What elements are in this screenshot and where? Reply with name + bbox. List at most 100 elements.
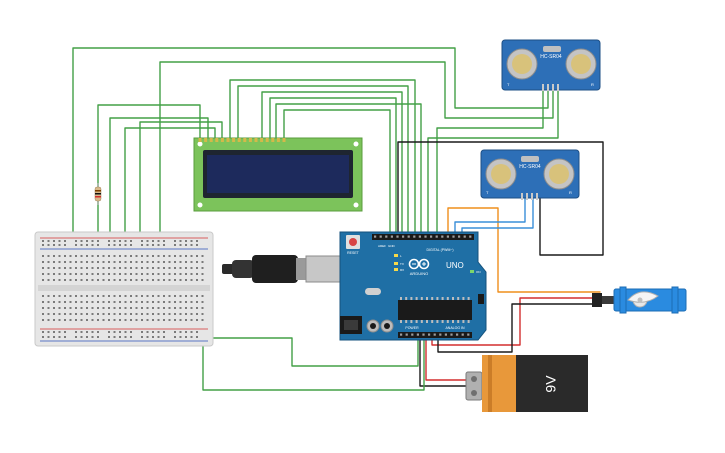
breadboard-hole[interactable] xyxy=(108,295,110,297)
breadboard-hole[interactable] xyxy=(91,307,94,309)
breadboard-hole[interactable] xyxy=(58,240,61,242)
breadboard-hole[interactable] xyxy=(124,301,127,303)
breadboard-hole[interactable] xyxy=(130,267,132,269)
breadboard-hole[interactable] xyxy=(130,295,132,297)
digital-pin[interactable] xyxy=(402,235,405,238)
breadboard-hole[interactable] xyxy=(69,295,72,297)
breadboard-hole[interactable] xyxy=(91,295,94,297)
breadboard-hole[interactable] xyxy=(53,279,55,281)
breadboard-hole[interactable] xyxy=(102,267,105,269)
breadboard-hole[interactable] xyxy=(174,336,176,338)
breadboard-hole[interactable] xyxy=(157,307,160,309)
breadboard-hole[interactable] xyxy=(157,336,160,338)
lcd-pin[interactable] xyxy=(209,138,213,142)
breadboard-hole[interactable] xyxy=(163,336,165,338)
breadboard-hole[interactable] xyxy=(102,319,105,321)
breadboard-hole[interactable] xyxy=(174,279,176,281)
breadboard-hole[interactable] xyxy=(174,301,176,303)
breadboard-hole[interactable] xyxy=(64,261,66,263)
wire-black-sensor-mid[interactable] xyxy=(397,141,604,256)
breadboard-hole[interactable] xyxy=(86,313,88,315)
wire-green-lcd-d5[interactable] xyxy=(275,103,422,238)
digital-pin[interactable] xyxy=(430,235,433,238)
breadboard-hole[interactable] xyxy=(185,319,187,321)
breadboard-hole[interactable] xyxy=(80,240,83,242)
breadboard-hole[interactable] xyxy=(185,331,187,333)
breadboard-hole[interactable] xyxy=(168,273,171,275)
breadboard-hole[interactable] xyxy=(163,261,165,263)
breadboard-hole[interactable] xyxy=(86,244,88,246)
breadboard-hole[interactable] xyxy=(64,267,66,269)
breadboard-hole[interactable] xyxy=(168,279,171,281)
breadboard-hole[interactable] xyxy=(58,307,61,309)
lcd-pin[interactable] xyxy=(226,138,230,142)
breadboard-hole[interactable] xyxy=(163,244,165,246)
breadboard-hole[interactable] xyxy=(80,261,83,263)
breadboard-hole[interactable] xyxy=(168,267,171,269)
breadboard-hole[interactable] xyxy=(53,319,55,321)
breadboard-hole[interactable] xyxy=(157,261,160,263)
breadboard-hole[interactable] xyxy=(58,301,61,303)
breadboard-hole[interactable] xyxy=(190,240,193,242)
breadboard-hole[interactable] xyxy=(108,301,110,303)
breadboard-hole[interactable] xyxy=(196,279,198,281)
sensor-pin[interactable] xyxy=(521,193,523,200)
breadboard-hole[interactable] xyxy=(141,261,143,263)
breadboard-hole[interactable] xyxy=(152,307,154,309)
breadboard-hole[interactable] xyxy=(119,307,121,309)
breadboard-hole[interactable] xyxy=(179,244,182,246)
breadboard-hole[interactable] xyxy=(58,273,61,275)
breadboard-hole[interactable] xyxy=(135,295,138,297)
breadboard-hole[interactable] xyxy=(152,319,154,321)
breadboard-hole[interactable] xyxy=(146,319,149,321)
breadboard-hole[interactable] xyxy=(130,331,132,333)
digital-pin[interactable] xyxy=(435,235,438,238)
breadboard-hole[interactable] xyxy=(146,273,149,275)
breadboard-hole[interactable] xyxy=(157,295,160,297)
breadboard-hole[interactable] xyxy=(47,279,50,281)
breadboard-hole[interactable] xyxy=(196,240,198,242)
wire-green-lcd-d2[interactable] xyxy=(237,85,409,238)
breadboard-hole[interactable] xyxy=(42,331,44,333)
breadboard-hole[interactable] xyxy=(42,295,44,297)
breadboard-hole[interactable] xyxy=(47,295,50,297)
breadboard-hole[interactable] xyxy=(69,261,72,263)
breadboard-hole[interactable] xyxy=(179,336,182,338)
usb-cable[interactable] xyxy=(222,255,341,283)
breadboard-hole[interactable] xyxy=(168,261,171,263)
breadboard-hole[interactable] xyxy=(130,301,132,303)
breadboard-hole[interactable] xyxy=(179,331,182,333)
breadboard-hole[interactable] xyxy=(141,319,143,321)
breadboard-hole[interactable] xyxy=(146,261,149,263)
breadboard-hole[interactable] xyxy=(69,319,72,321)
breadboard-hole[interactable] xyxy=(108,336,110,338)
breadboard-hole[interactable] xyxy=(113,261,116,263)
digital-pin[interactable] xyxy=(413,235,416,238)
wire-green-lcd-d6[interactable] xyxy=(283,109,391,238)
sensor-pin[interactable] xyxy=(526,193,528,200)
sensor-pin[interactable] xyxy=(557,84,559,91)
breadboard-hole[interactable] xyxy=(174,331,176,333)
breadboard-hole[interactable] xyxy=(75,307,77,309)
breadboard-hole[interactable] xyxy=(119,240,121,242)
breadboard-hole[interactable] xyxy=(124,244,127,246)
breadboard-hole[interactable] xyxy=(47,240,50,242)
breadboard-hole[interactable] xyxy=(185,240,187,242)
wire-green-bb-power[interactable] xyxy=(204,337,419,367)
breadboard-hole[interactable] xyxy=(130,319,132,321)
breadboard-hole[interactable] xyxy=(47,313,50,315)
breadboard-hole[interactable] xyxy=(190,273,193,275)
digital-pin[interactable] xyxy=(463,235,466,238)
breadboard-hole[interactable] xyxy=(64,273,66,275)
sensor-pin[interactable] xyxy=(542,84,544,91)
breadboard-hole[interactable] xyxy=(91,273,94,275)
breadboard-hole[interactable] xyxy=(47,319,50,321)
breadboard-hole[interactable] xyxy=(53,273,55,275)
breadboard-hole[interactable] xyxy=(42,301,44,303)
breadboard-hole[interactable] xyxy=(190,307,193,309)
lcd-pin[interactable] xyxy=(282,138,286,142)
lcd-pin[interactable] xyxy=(243,138,247,142)
breadboard-hole[interactable] xyxy=(75,336,77,338)
breadboard-hole[interactable] xyxy=(80,307,83,309)
breadboard-hole[interactable] xyxy=(124,267,127,269)
